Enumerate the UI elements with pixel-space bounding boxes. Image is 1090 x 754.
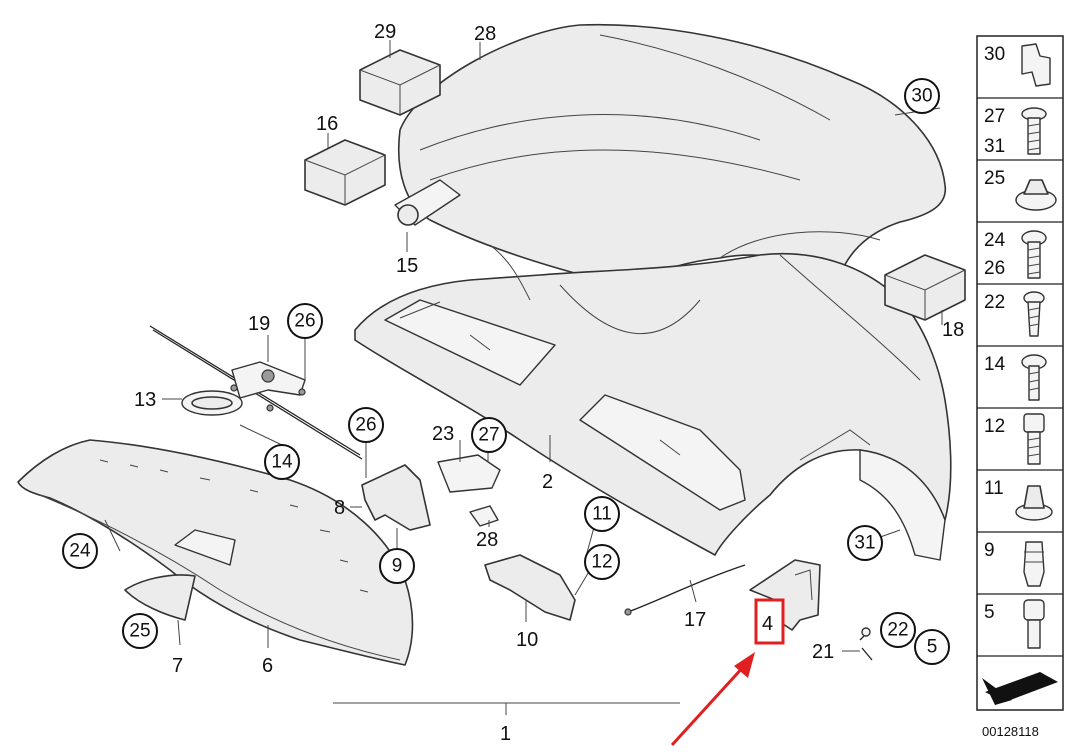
- label-21: 21: [812, 641, 834, 663]
- label-1: 1: [500, 723, 511, 745]
- callout-9: 9: [392, 556, 403, 577]
- box-18: [884, 254, 966, 321]
- screw-icon-2: [1021, 230, 1047, 279]
- shoulder-bolt-icon: [1023, 599, 1045, 649]
- callout-26-a: 26: [294, 311, 315, 332]
- diagram-reference-code: 00128118: [982, 724, 1039, 739]
- label-2: 2: [542, 471, 553, 493]
- callout-12: 12: [591, 552, 612, 573]
- lock-plate: [437, 454, 501, 493]
- sidebar-31: 31: [984, 136, 1005, 157]
- box-29: [359, 49, 441, 116]
- label-8: 8: [334, 497, 345, 519]
- label-6: 6: [262, 655, 273, 677]
- bowden-cable: [624, 564, 746, 616]
- sidebar-12: 12: [984, 416, 1005, 437]
- expansion-nut-icon: [1015, 179, 1057, 211]
- trim-cover: [124, 574, 196, 621]
- label-17: 17: [684, 609, 706, 631]
- callout-27: 27: [478, 425, 499, 446]
- label-3: 28: [474, 23, 496, 45]
- label-4: 4: [762, 613, 773, 635]
- rod-bracket-assembly: [149, 325, 363, 460]
- clip-icon: [1021, 43, 1051, 87]
- screw-icon-3: [1023, 291, 1045, 337]
- callout-14: 14: [271, 452, 293, 473]
- sidebar-27: 27: [984, 106, 1005, 127]
- sidebar-24: 24: [984, 230, 1006, 251]
- sidebar-14: 14: [984, 354, 1006, 375]
- bump-stop-icon: [1023, 541, 1045, 587]
- hardware-sidebar: 30 27 31 25 24 26 22: [976, 35, 1064, 711]
- circled-labels: 30 26 14 26 27 24 25 9 11 12 31 22 5: [62, 78, 950, 665]
- hard-top-frame: [354, 244, 952, 561]
- screw-icon-4: [1021, 354, 1047, 401]
- oval-grommet: [181, 390, 243, 416]
- label-15: 15: [396, 255, 418, 277]
- sidebar-30: 30: [984, 44, 1005, 65]
- label-23: 23: [432, 423, 454, 445]
- callout-5: 5: [927, 637, 938, 658]
- label-28: 28: [476, 529, 498, 551]
- label-10: 10: [516, 629, 538, 651]
- label-18: 18: [942, 319, 964, 341]
- callout-22: 22: [887, 620, 908, 641]
- bolt-21: [859, 627, 873, 661]
- rear-trim-panel: [17, 439, 414, 666]
- label-29: 29: [374, 21, 396, 43]
- callout-24: 24: [69, 541, 91, 562]
- convertible-top-cover: [397, 23, 947, 286]
- label-13: 13: [134, 389, 156, 411]
- sidebar-11: 11: [984, 478, 1004, 499]
- callout-26-b: 26: [355, 415, 376, 436]
- highlight-part-4: 4: [754, 598, 785, 645]
- sidebar-22: 22: [984, 292, 1005, 313]
- label-16: 16: [316, 113, 338, 135]
- sidebar-26: 26: [984, 258, 1005, 279]
- label-19: 19: [248, 313, 270, 335]
- rubber-buffer-icon: [1015, 485, 1053, 521]
- mount-bracket: [361, 464, 431, 531]
- label-7: 7: [172, 655, 183, 677]
- box-16: [304, 139, 386, 206]
- clip: [469, 505, 499, 527]
- callout-11: 11: [592, 504, 612, 525]
- callout-30: 30: [911, 86, 932, 107]
- part-labels: 28 29 16 15 18 19 13 23 2 8 28 17 10 7 6…: [134, 21, 964, 745]
- socket-bolt-icon: [1023, 413, 1045, 465]
- red-arrow-icon: [670, 652, 755, 747]
- screw-icon: [1021, 107, 1047, 155]
- callout-31: 31: [854, 533, 875, 554]
- sidebar-25: 25: [984, 168, 1005, 189]
- sidebar-9: 9: [984, 540, 995, 561]
- sidebar-5: 5: [984, 602, 995, 623]
- callout-25: 25: [129, 621, 150, 642]
- direction-arrow-icon: [982, 672, 1058, 705]
- catch-assembly: [484, 554, 576, 621]
